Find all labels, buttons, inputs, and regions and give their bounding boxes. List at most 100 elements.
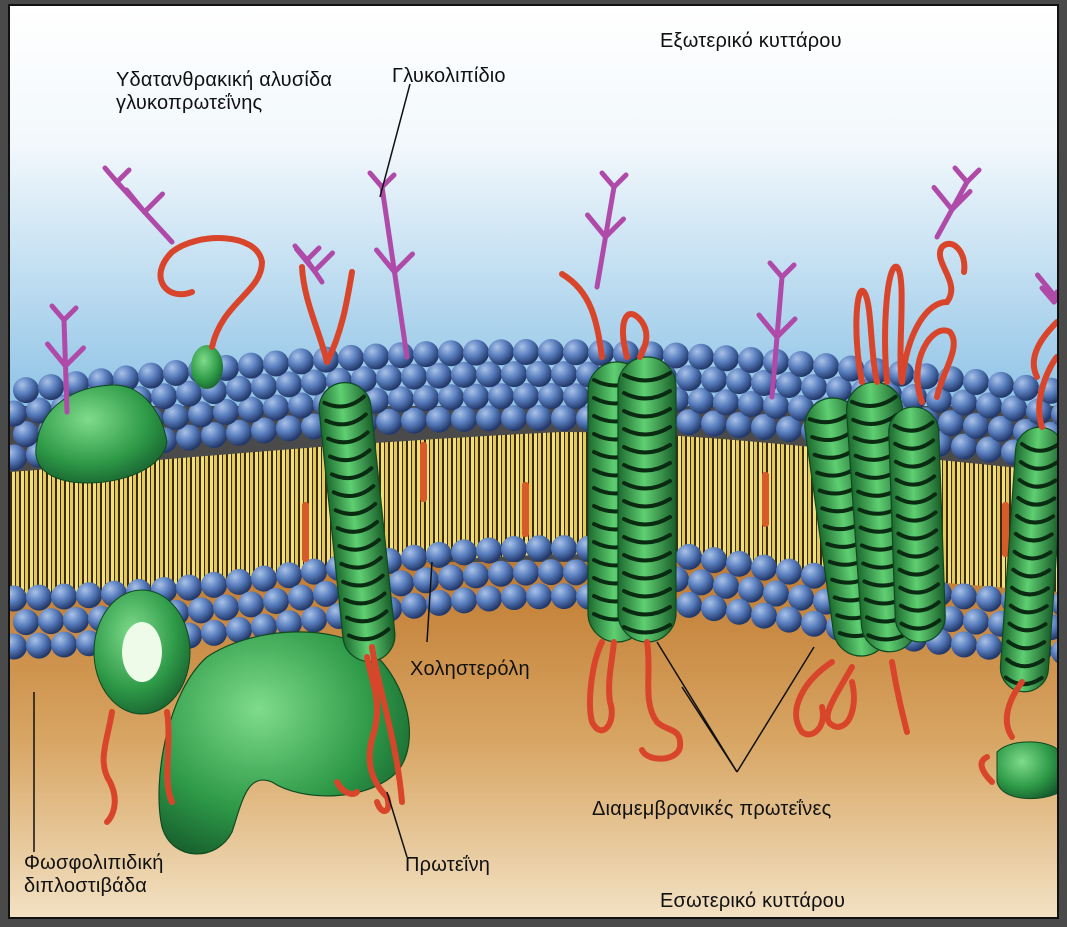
phospholipid-head <box>488 383 514 409</box>
label-carbohydrate-chain: Υδατανθρακική αλυσίδα γλυκοπρωτεΐνης <box>116 69 332 115</box>
phospholipid-head <box>401 593 427 619</box>
phospholipid-head <box>551 535 577 561</box>
phospholipid-head <box>763 581 789 607</box>
phospholipid-head <box>26 633 52 659</box>
phospholipid-head <box>801 611 827 637</box>
peripheral-protein-bottom-right <box>997 742 1059 799</box>
phospholipid-head <box>476 585 502 611</box>
phospholipid-head <box>526 583 552 609</box>
phospholipid-head <box>363 343 389 369</box>
phospholipid-head <box>451 362 477 388</box>
phospholipid-head <box>388 570 414 596</box>
phospholipid-head <box>963 369 989 395</box>
small-protein-top <box>191 345 223 389</box>
phospholipid-head <box>813 353 839 379</box>
phospholipid-head <box>776 559 802 585</box>
phospholipid-head <box>801 563 827 589</box>
phospholipid-head <box>751 603 777 629</box>
channel-protein-left <box>94 590 190 714</box>
phospholipid-head <box>538 383 564 409</box>
label-transmembrane-proteins: Διαμεμβρανικές πρωτεΐνες <box>592 798 831 821</box>
phospholipid-head <box>38 374 64 400</box>
phospholipid-head <box>513 383 539 409</box>
phospholipid-head <box>301 607 327 633</box>
label-phospholipid-bilayer-line1: Φωσφολιπιδική <box>24 852 164 875</box>
phospholipid-head <box>501 361 527 387</box>
label-carbohydrate-chain-line2: γλυκοπρωτεΐνης <box>116 92 332 115</box>
phospholipid-head <box>238 591 264 617</box>
phospholipid-head <box>213 594 239 620</box>
phospholipid-head <box>463 562 489 588</box>
phospholipid-head <box>563 559 589 585</box>
label-glycolipid: Γλυκολιπίδιο <box>392 65 506 88</box>
phospholipid-head <box>551 583 577 609</box>
phospholipid-head <box>388 342 414 368</box>
phospholipid-head <box>551 361 577 387</box>
phospholipid-head <box>513 339 539 365</box>
phospholipid-head <box>426 363 452 389</box>
membrane-illustration <box>10 6 1059 919</box>
phospholipid-head <box>563 383 589 409</box>
phospholipid-head <box>501 584 527 610</box>
phospholipid-head <box>713 345 739 371</box>
phospholipid-head <box>751 555 777 581</box>
phospholipid-head <box>338 345 364 371</box>
phospholipid-head <box>963 609 989 635</box>
phospholipid-head <box>951 631 977 657</box>
phospholipid-head <box>413 341 439 367</box>
phospholipid-head <box>438 340 464 366</box>
phospholipid-head <box>951 583 977 609</box>
membrane-diagram: Εξωτερικό κυττάρου Υδατανθρακική αλυσίδα… <box>8 4 1059 919</box>
phospholipid-head <box>501 405 527 431</box>
phospholipid-head <box>401 545 427 571</box>
phospholipid-head <box>238 353 264 379</box>
label-inside-cell: Εσωτερικό κυττάρου <box>660 890 845 913</box>
phospholipid-head <box>738 347 764 373</box>
label-cholesterol: Χοληστερόλη <box>410 658 530 681</box>
phospholipid-head <box>276 562 302 588</box>
phospholipid-head <box>413 567 439 593</box>
phospholipid-head <box>226 569 252 595</box>
phospholipid-head <box>476 537 502 563</box>
phospholipid-head <box>451 587 477 613</box>
phospholipid-head <box>976 586 1002 612</box>
phospholipid-head <box>488 339 514 365</box>
phospholipid-head <box>551 405 577 431</box>
phospholipid-head <box>788 585 814 611</box>
phospholipid-head <box>201 620 227 646</box>
phospholipid-head <box>688 569 714 595</box>
phospholipid-head <box>451 539 477 565</box>
helix-bundle <box>888 406 946 643</box>
phospholipid-head <box>538 559 564 585</box>
phospholipid-head <box>313 581 339 607</box>
phospholipid-head <box>438 565 464 591</box>
label-phospholipid-bilayer-line2: διπλοστιβάδα <box>24 875 164 898</box>
phospholipid-head <box>538 339 564 365</box>
phospholipid-head <box>63 607 89 633</box>
phospholipid-head <box>988 372 1014 398</box>
label-protein: Πρωτεΐνη <box>405 854 490 877</box>
phospholipid-head <box>13 609 39 635</box>
phospholipid-head <box>463 340 489 366</box>
label-phospholipid-bilayer: Φωσφολιπιδική διπλοστιβάδα <box>24 852 164 898</box>
phospholipid-head <box>726 551 752 577</box>
phospholipid-head <box>251 566 277 592</box>
phospholipid-head <box>188 597 214 623</box>
phospholipid-head <box>13 377 39 403</box>
phospholipid-head <box>301 559 327 585</box>
phospholipid-head <box>976 634 1002 660</box>
phospholipid-head <box>476 405 502 431</box>
phospholipid-head <box>451 406 477 432</box>
phospholipid-head <box>426 407 452 433</box>
helix-bundle <box>618 357 676 642</box>
phospholipid-head <box>688 344 714 370</box>
phospholipid-head <box>563 339 589 365</box>
phospholipid-head <box>676 544 702 570</box>
phospholipid-head <box>201 572 227 598</box>
phospholipid-head <box>501 536 527 562</box>
phospholipid-head <box>288 584 314 610</box>
label-carbohydrate-chain-line1: Υδατανθρακική αλυσίδα <box>116 69 332 92</box>
phospholipid-head <box>488 561 514 587</box>
phospholipid-head <box>138 363 164 389</box>
phospholipid-head <box>526 405 552 431</box>
